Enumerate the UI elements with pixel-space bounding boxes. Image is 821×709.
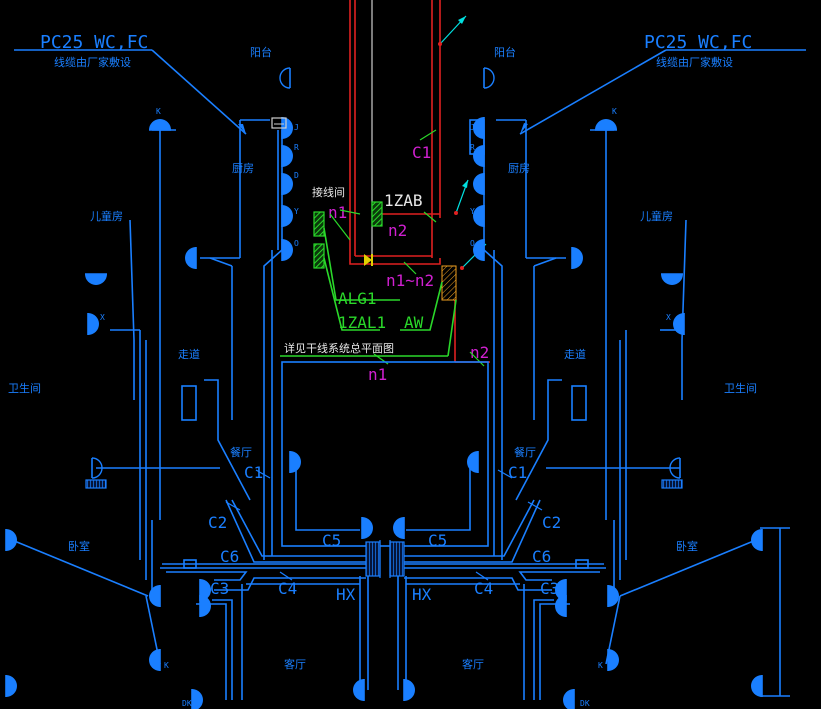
- label-c6-left: C6: [220, 547, 239, 566]
- room-corridor-left: 走道: [178, 347, 200, 361]
- diode-symbol: [364, 254, 372, 266]
- room-kitchen-left: 厨房: [232, 162, 254, 175]
- conduit-label-left: PC25 WC,FC: [40, 32, 148, 53]
- label-1zab: 1ZAB: [384, 191, 423, 210]
- label-1zal1: 1ZAL1: [338, 313, 386, 332]
- room-child-left: 儿童房: [90, 209, 123, 223]
- sock-letter-j-l: J: [294, 123, 299, 132]
- sock-letter-r-l: R: [294, 143, 299, 152]
- label-hx-right: HX: [412, 585, 432, 604]
- hx-box-left: [365, 541, 381, 577]
- sock-letter-o-r: O: [470, 239, 475, 248]
- room-bed-left: 卧室: [68, 539, 90, 553]
- label-c2-left: C2: [208, 513, 227, 532]
- sock-letter-k-tl: K: [156, 107, 161, 116]
- room-bath-left: 卫生间: [8, 381, 41, 395]
- label-c5-right: C5: [428, 531, 447, 550]
- room-balcony-left: 阳台: [250, 45, 272, 59]
- label-c5-left: C5: [322, 531, 341, 550]
- label-n1-b: n1: [368, 365, 387, 384]
- sock-letter-d-cr: D: [578, 255, 583, 264]
- blue-wiring: [11, 119, 790, 700]
- sock-letter-d-l: D: [294, 171, 299, 180]
- green-wiring: [280, 209, 485, 367]
- label-c3-right: C3: [540, 579, 559, 598]
- label-c1-right: C1: [508, 463, 527, 482]
- sock-letter-r-r: R: [470, 143, 475, 152]
- vendor-note-left: 线缆由厂家敷设: [54, 55, 131, 69]
- room-wiring: 接线间: [312, 185, 345, 199]
- distribution-box-1: [313, 211, 325, 237]
- label-c1-left: C1: [244, 463, 263, 482]
- label-c1-top: C1: [412, 143, 431, 162]
- label-n2-b: n2: [470, 343, 489, 362]
- sock-letter-k-tr: K: [612, 107, 617, 116]
- arrow-symbol-top: [438, 15, 467, 46]
- label-c3-left: C3: [210, 579, 229, 598]
- sock-letter-x-l: X: [100, 313, 105, 322]
- label-c2-right: C2: [542, 513, 561, 532]
- riser-lines: [349, 0, 490, 363]
- sock-letter-j-r: J: [470, 123, 475, 132]
- room-bed-right: 卧室: [676, 539, 698, 553]
- room-living-right: 客厅: [462, 657, 484, 671]
- tick-marks: [225, 469, 543, 581]
- trunk-note: 详见干线系统总平面图: [284, 341, 394, 355]
- room-balcony-right: 阳台: [494, 45, 516, 59]
- sock-letter-dk-l: DK: [182, 699, 192, 708]
- sock-letter-x-r: X: [666, 313, 671, 322]
- room-living-left: 客厅: [284, 657, 306, 671]
- distribution-box-1zab: [371, 201, 383, 227]
- sock-letter-k-br: K: [598, 661, 603, 670]
- label-hx-left: HX: [336, 585, 356, 604]
- room-dining-right: 餐厅: [514, 445, 536, 459]
- room-kitchen-right: 厨房: [508, 162, 530, 175]
- sock-letter-o-l: O: [294, 239, 299, 248]
- label-n1-n2: n1~n2: [386, 271, 434, 290]
- distribution-box-2: [313, 243, 325, 269]
- label-alg1: ALG1: [338, 289, 377, 308]
- room-dining-left: 餐厅: [230, 445, 252, 459]
- sock-letter-k-bl: K: [164, 661, 169, 670]
- label-c4-right: C4: [474, 579, 493, 598]
- hx-box-right: [389, 541, 405, 577]
- label-c4-left: C4: [278, 579, 297, 598]
- label-c6-right: C6: [532, 547, 551, 566]
- sock-letter-d-cl: D: [186, 255, 191, 264]
- socket-outlets: [5, 67, 763, 709]
- sock-letter-y-l: Y: [294, 207, 299, 216]
- room-corridor-right: 走道: [564, 347, 586, 361]
- label-aw: AW: [404, 313, 424, 332]
- arrow-symbol-mid: [454, 179, 469, 215]
- sock-letter-dk-r: DK: [580, 699, 590, 708]
- room-child-right: 儿童房: [640, 209, 673, 223]
- junction-box-right: [441, 265, 457, 301]
- small-devices: [85, 117, 683, 569]
- label-n2-a: n2: [388, 221, 407, 240]
- vendor-note-right: 线缆由厂家敷设: [656, 55, 733, 69]
- conduit-label-right: PC25 WC,FC: [644, 32, 752, 53]
- room-bath-right: 卫生间: [724, 381, 757, 395]
- sock-letter-y-r: Y: [470, 207, 475, 216]
- label-n1-a: n1: [328, 203, 347, 222]
